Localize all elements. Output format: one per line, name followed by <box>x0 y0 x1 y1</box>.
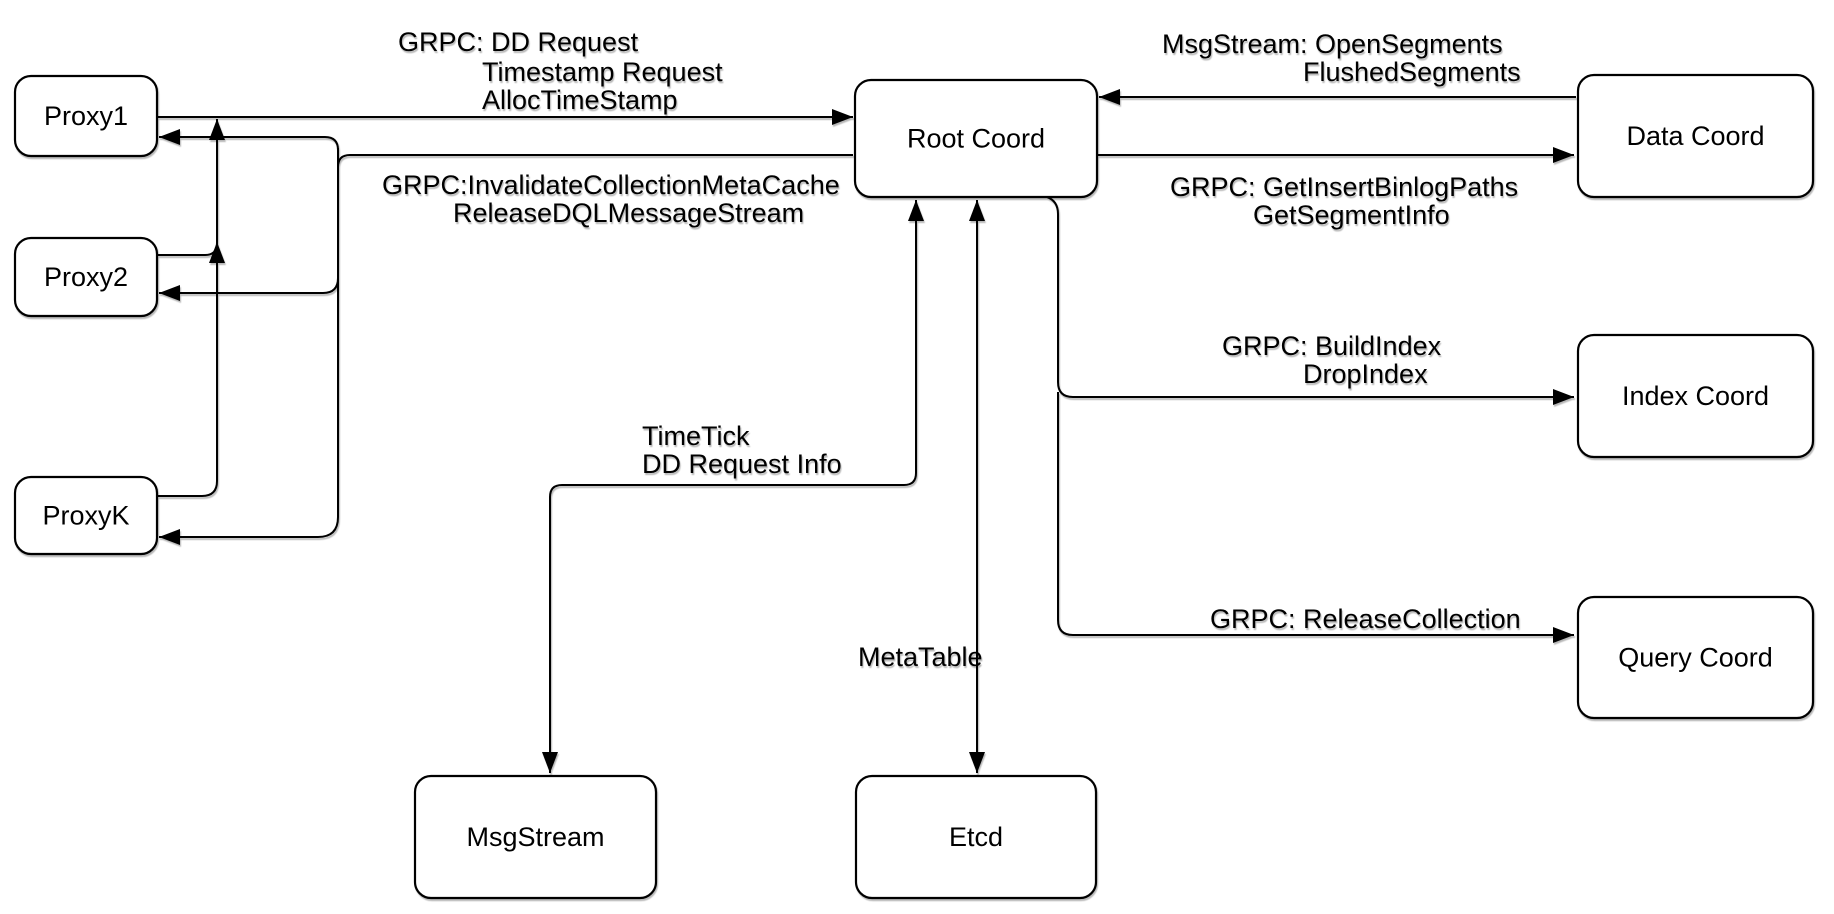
label-grpc-buildindex-line-2: DropIndex <box>1303 359 1428 389</box>
label-timetick-line-1: TimeTick <box>642 421 750 451</box>
node-root-coord-label: Root Coord <box>907 124 1045 154</box>
node-index-coord-label: Index Coord <box>1622 381 1769 411</box>
label-grpc-getinsertbinlogpaths-line-1: GRPC: GetInsertBinlogPaths <box>1170 172 1518 202</box>
node-proxyk: ProxyK <box>13 475 159 556</box>
edge-ret-trunk-to-proxy1 <box>159 129 339 151</box>
node-etcd: Etcd <box>854 774 1098 900</box>
node-index-coord: Index Coord <box>1576 333 1815 459</box>
label-msgstream-opensegments-line-1: MsgStream: OpenSegments <box>1162 29 1503 59</box>
edge-timetick-root-to-msgstream <box>542 200 924 773</box>
node-etcd-box <box>854 774 1098 900</box>
node-proxyk-box <box>13 475 159 556</box>
label-grpc-releasecollection-line-1: GRPC: ReleaseCollection <box>1210 604 1521 634</box>
node-proxyk-label: ProxyK <box>42 501 129 531</box>
node-query-coord: Query Coord <box>1576 595 1815 720</box>
label-grpc-dd-request-line-3: AllocTimeStamp <box>482 85 678 115</box>
node-proxy2: Proxy2 <box>13 236 159 318</box>
edges-layer <box>157 89 1576 773</box>
node-root-coord-box <box>853 78 1099 199</box>
edge-req-proxy2-to-trunk <box>157 119 225 256</box>
edge-ret-root-to-trunk <box>337 154 853 168</box>
node-proxy1: Proxy1 <box>13 74 159 158</box>
node-msgstream: MsgStream <box>413 774 658 900</box>
edge-ret-trunk-to-proxy2 <box>159 277 339 301</box>
label-grpc-invalidate-line-2: ReleaseDQLMessageStream <box>453 198 804 228</box>
node-root-coord: Root Coord <box>853 78 1099 199</box>
edge-grpc-root-to-query <box>1057 392 1574 643</box>
node-proxy1-label: Proxy1 <box>44 101 128 131</box>
node-data-coord: Data Coord <box>1576 73 1815 199</box>
label-grpc-dd-request-line-1: GRPC: DD Request <box>398 27 639 57</box>
node-index-coord-box <box>1576 333 1815 459</box>
label-grpc-dd-request-line-2: Timestamp Request <box>482 57 723 87</box>
node-proxy1-box <box>13 74 159 158</box>
label-timetick-line-2: DD Request Info <box>642 449 842 479</box>
label-grpc-getinsertbinlogpaths-line-2: GetSegmentInfo <box>1253 200 1450 230</box>
label-grpc-invalidate-line-1: GRPC:InvalidateCollectionMetaCache <box>382 170 840 200</box>
node-data-coord-box <box>1576 73 1815 199</box>
node-etcd-label: Etcd <box>949 822 1003 852</box>
edge-req-proxyk-to-trunk <box>157 242 225 497</box>
node-msgstream-label: MsgStream <box>466 822 604 852</box>
label-grpc-buildindex-line-1: GRPC: BuildIndex <box>1222 331 1442 361</box>
node-proxy2-box <box>13 236 159 318</box>
label-msgstream-opensegments-line-2: FlushedSegments <box>1303 57 1521 87</box>
node-msgstream-box <box>413 774 658 900</box>
edge-grpc-root-to-index <box>1046 196 1574 405</box>
edge-ret-trunk-to-proxyk <box>159 148 339 545</box>
node-query-coord-box <box>1576 595 1815 720</box>
label-metatable-line-1: MetaTable <box>858 642 983 672</box>
node-query-coord-label: Query Coord <box>1618 643 1773 673</box>
node-data-coord-label: Data Coord <box>1626 121 1764 151</box>
node-proxy2-label: Proxy2 <box>44 262 128 292</box>
